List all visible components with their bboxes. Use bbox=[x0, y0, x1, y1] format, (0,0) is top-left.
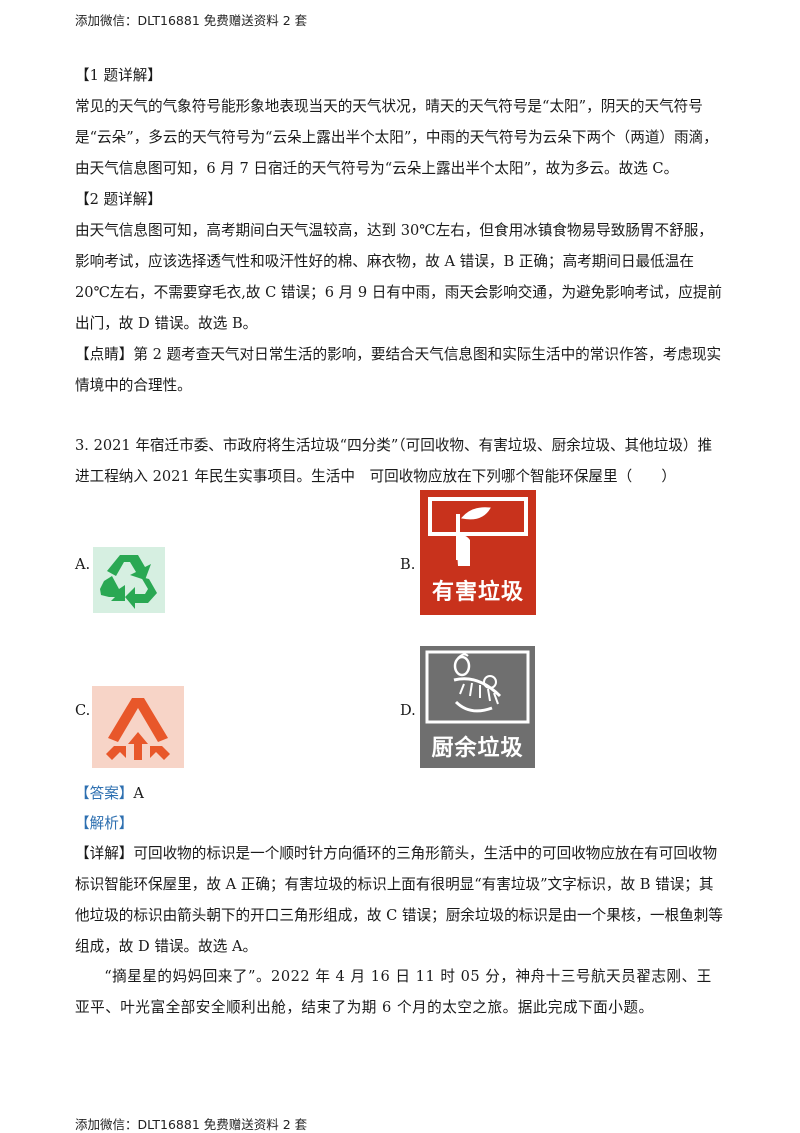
note-paragraph: 【点睛】第 2 题考查天气对日常生活的影响，要结合天气信息图和实际生活中的常识作… bbox=[75, 339, 725, 401]
option-b-label: B. bbox=[400, 556, 416, 573]
answer-line: 【答案】A bbox=[75, 778, 725, 809]
hazard-waste-icon: 有害垃圾 bbox=[420, 490, 536, 615]
kitchen-waste-text: 厨余垃圾 bbox=[431, 736, 524, 761]
kitchen-waste-icon: 厨余垃圾 bbox=[420, 646, 535, 768]
q2-heading: 【2 题详解】 bbox=[75, 191, 162, 208]
detail-heading: 【详解】 bbox=[75, 845, 134, 862]
recycle-icon bbox=[93, 547, 165, 617]
note-heading: 【点睛】 bbox=[75, 346, 134, 363]
passage-text: “摘星星的妈妈回来了”。2022 年 4 月 16 日 11 时 05 分，神舟… bbox=[75, 968, 712, 1016]
page-header: 添加微信：DLT16881 免费赠送资料 2 套 bbox=[75, 13, 308, 28]
q1-heading: 【1 题详解】 bbox=[75, 67, 162, 84]
detail-paragraph: 【详解】可回收物的标识是一个顺时针方向循环的三角形箭头，生活中的可回收物应放在有… bbox=[75, 838, 725, 962]
q2-body: 由天气信息图可知，高考期间白天气温较高，达到 30℃左右，但食用冰镇食物易导致肠… bbox=[75, 222, 723, 332]
q3-stem: 3. 2021 年宿迁市委、市政府将生活垃圾“四分类”（可回收物、有害垃圾、厨余… bbox=[75, 437, 713, 485]
option-d-label: D. bbox=[400, 702, 416, 719]
answer-label: 【答案】 bbox=[75, 785, 134, 802]
hazard-waste-text: 有害垃圾 bbox=[431, 580, 524, 605]
option-c-label: C. bbox=[75, 702, 91, 719]
q1-body: 常见的天气的气象符号能形象地表现当天的天气状况，晴天的天气符号是“太阳”，阴天的… bbox=[75, 98, 718, 177]
option-a-label: A. bbox=[75, 556, 91, 573]
answer-value: A bbox=[133, 785, 144, 802]
analysis-label: 【解析】 bbox=[75, 815, 134, 832]
detail-body: 可回收物的标识是一个顺时针方向循环的三角形箭头，生活中的可回收物应放在有可回收物… bbox=[75, 845, 723, 955]
note-body: 第 2 题考查天气对日常生活的影响，要结合天气信息图和实际生活中的常识作答，考虑… bbox=[75, 346, 722, 394]
page-footer: 添加微信：DLT16881 免费赠送资料 2 套 bbox=[75, 1117, 308, 1132]
other-waste-icon bbox=[92, 686, 184, 772]
